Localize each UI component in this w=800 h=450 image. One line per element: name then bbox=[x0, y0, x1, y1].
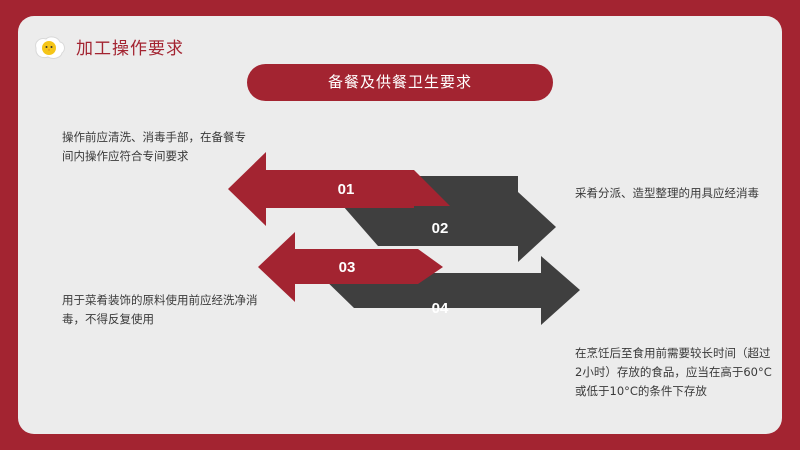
section-banner: 备餐及供餐卫生要求 bbox=[247, 64, 553, 101]
page-title: 加工操作要求 bbox=[76, 39, 184, 59]
step-text-02: 采肴分派、造型整理的用具应经消毒 bbox=[575, 186, 759, 200]
step-arrow-03 bbox=[258, 232, 443, 302]
step-number-04: 04 bbox=[432, 300, 449, 317]
step-text-01: 操作前应清洗、消毒手部，在备餐专间内操作应符合专间要求 bbox=[62, 130, 246, 163]
step-number-03: 03 bbox=[339, 259, 356, 276]
chick-icon bbox=[35, 36, 65, 59]
slide-panel: 加工操作要求 备餐及供餐卫生要求 01 02 03 04 操作前应清洗、消毒手部… bbox=[18, 16, 782, 434]
step-text-04: 在烹饪后至食用前需要较长时间（超过2小时）存放的食品，应当在高于60°C或低于1… bbox=[575, 346, 772, 398]
step-number-01: 01 bbox=[338, 181, 355, 198]
step-text-03: 用于菜肴装饰的原料使用前应经洗净消毒，不得反复使用 bbox=[62, 293, 258, 326]
step-number-02: 02 bbox=[432, 220, 449, 237]
process-arrows: 01 02 03 04 bbox=[228, 152, 580, 325]
step-arrow-01 bbox=[228, 152, 450, 226]
